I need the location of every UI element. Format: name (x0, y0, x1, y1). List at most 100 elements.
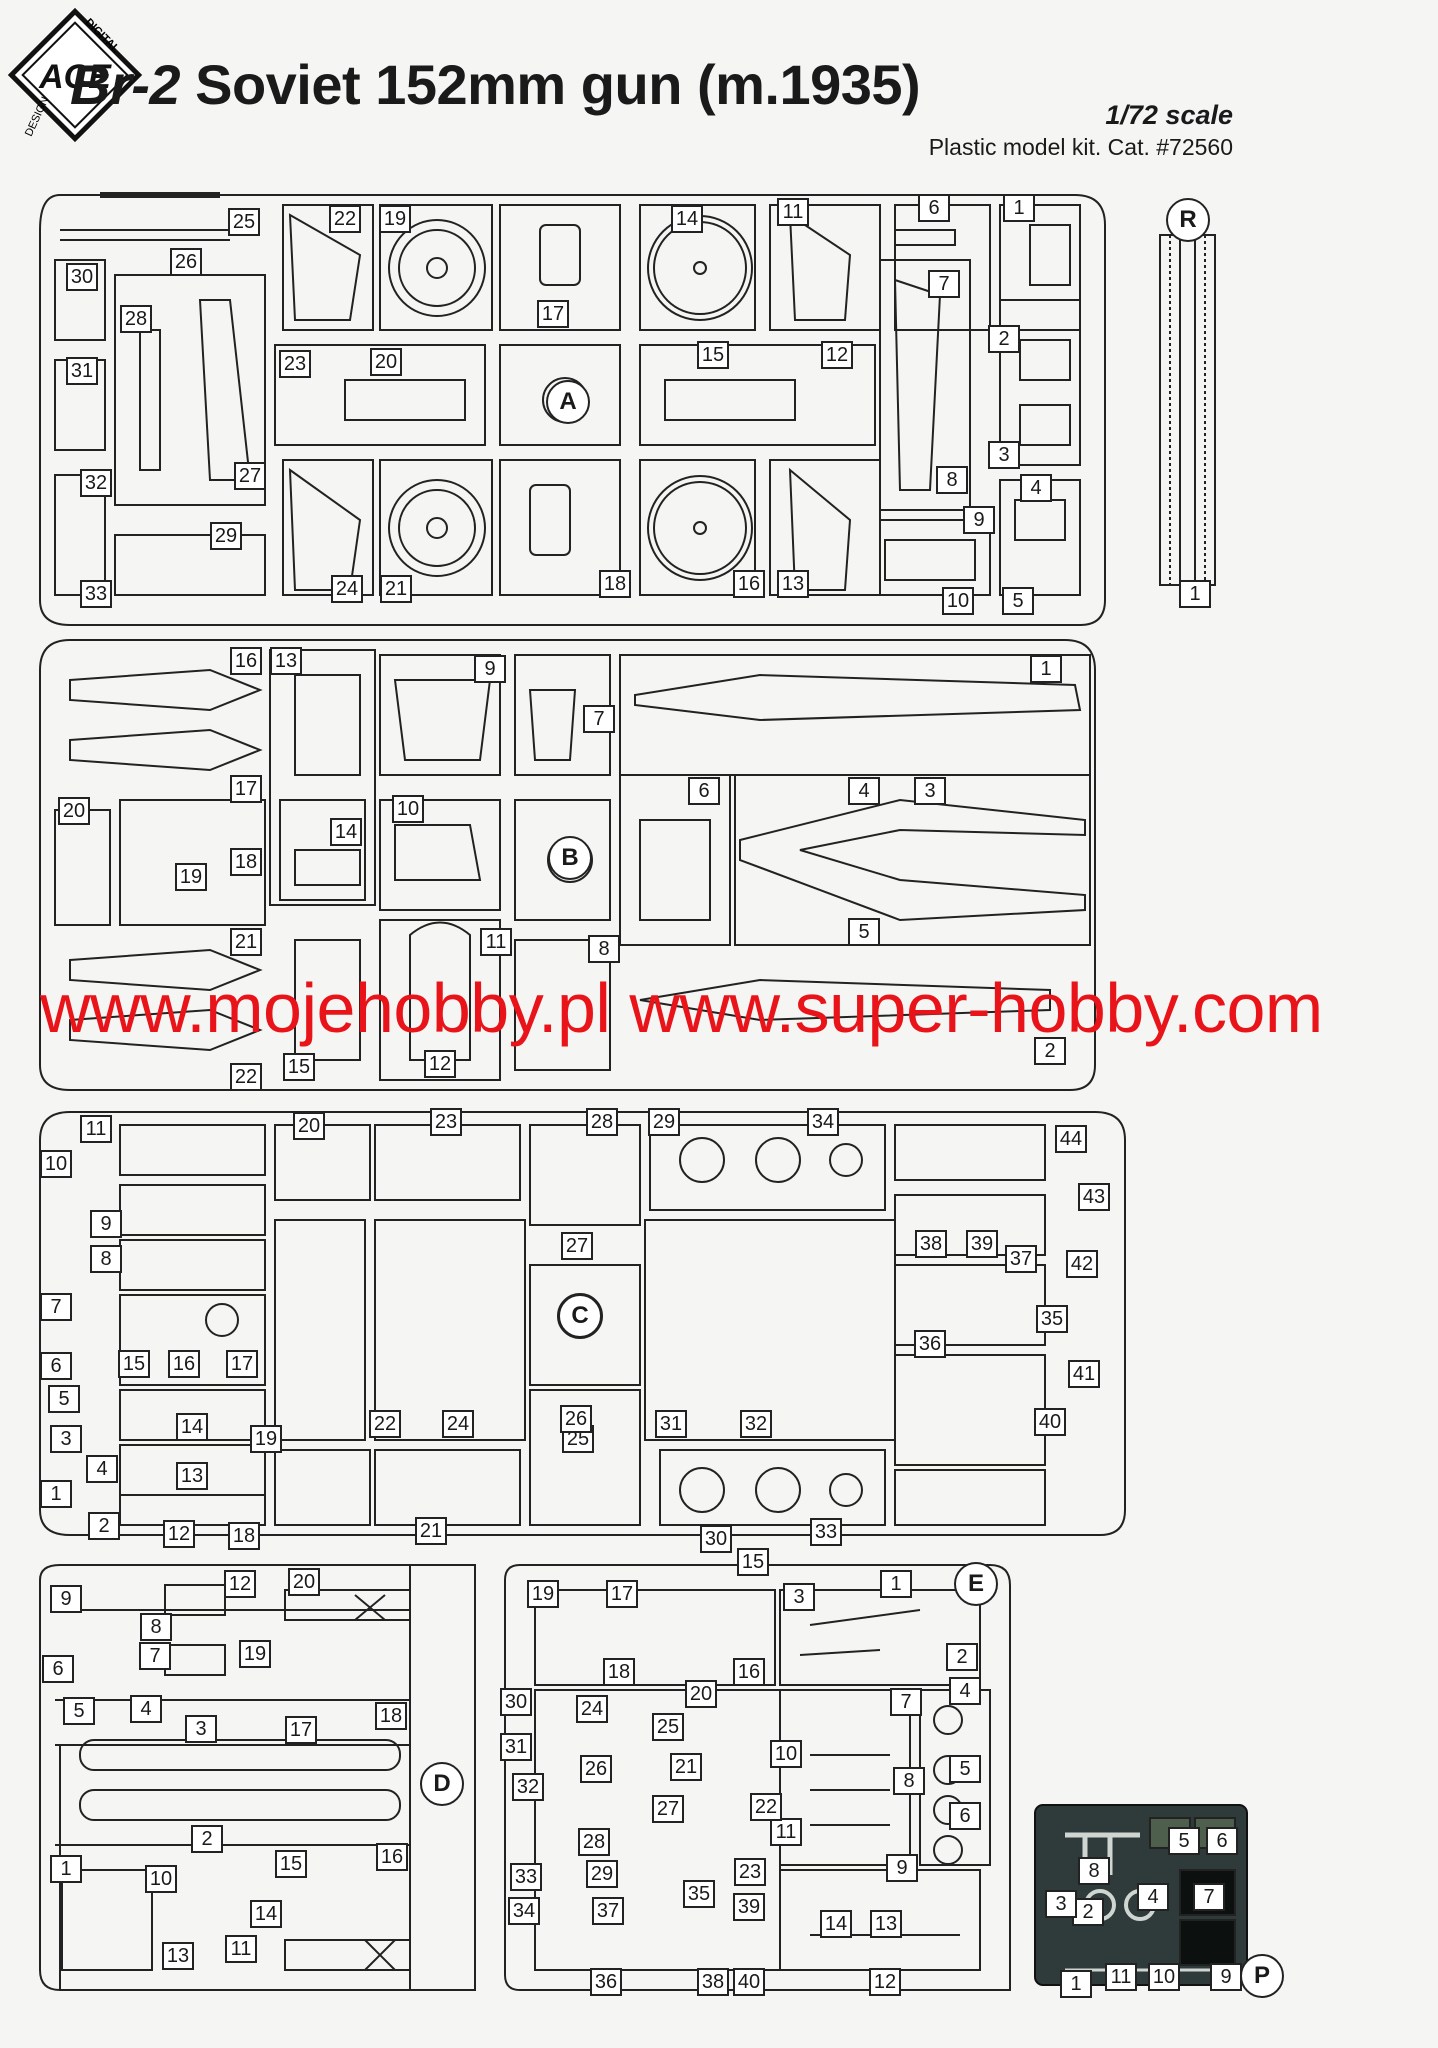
part-label-e-13: 13 (870, 1910, 902, 1938)
part-label-a-21: 21 (380, 575, 412, 603)
part-label-e-4: 4 (949, 1677, 981, 1705)
sprue-c-frame (39, 1111, 1126, 1536)
part-label-b-18: 18 (230, 848, 262, 876)
sprue-a-parts (139, 213, 1071, 591)
part-label-e-3: 3 (783, 1583, 815, 1611)
part-label-a-19: 19 (379, 205, 411, 233)
part-label-b-14: 14 (330, 818, 362, 846)
part-label-a-13: 13 (777, 570, 809, 598)
part-label-c-38: 38 (915, 1230, 947, 1258)
part-label-d-20: 20 (288, 1568, 320, 1596)
part-label-c-30: 30 (700, 1525, 732, 1553)
part-label-a-23: 23 (279, 350, 311, 378)
part-label-e-11: 11 (770, 1818, 802, 1846)
part-label-a-15: 15 (697, 341, 729, 369)
part-label-a-6: 6 (918, 194, 950, 222)
part-label-e-7: 7 (890, 1688, 922, 1716)
part-label-c-13: 13 (176, 1462, 208, 1490)
part-label-a-20: 20 (370, 348, 402, 376)
part-label-d-19: 19 (239, 1640, 271, 1668)
part-label-e-15: 15 (737, 1548, 769, 1576)
part-label-c-43: 43 (1078, 1183, 1110, 1211)
part-label-a-11: 11 (777, 198, 809, 226)
part-label-a-26: 26 (170, 248, 202, 276)
sprue-letter-r: R (1166, 198, 1210, 242)
part-label-e-19: 19 (527, 1580, 559, 1608)
part-label-e-40: 40 (733, 1968, 765, 1996)
part-label-e-20: 20 (685, 1680, 717, 1708)
part-label-c-40: 40 (1034, 1408, 1066, 1436)
sprue-letter-c: C (558, 1294, 602, 1338)
part-label-a-27: 27 (234, 462, 266, 490)
part-label-a-7: 7 (928, 270, 960, 298)
part-label-c-18: 18 (228, 1522, 260, 1550)
part-label-b-2: 2 (1034, 1037, 1066, 1065)
part-label-c-19: 19 (250, 1425, 282, 1453)
part-label-e-22: 22 (750, 1793, 782, 1821)
part-label-b-13: 13 (270, 647, 302, 675)
part-label-e-36: 36 (590, 1968, 622, 1996)
part-label-r-1: 1 (1179, 580, 1211, 608)
part-label-e-12: 12 (869, 1968, 901, 1996)
part-label-e-35: 35 (683, 1880, 715, 1908)
part-label-e-6: 6 (949, 1802, 981, 1830)
part-label-a-22: 22 (329, 205, 361, 233)
part-label-e-33: 33 (510, 1863, 542, 1891)
part-label-e-9: 9 (886, 1854, 918, 1882)
part-label-c-16: 16 (168, 1350, 200, 1378)
part-label-a-1: 1 (1003, 194, 1035, 222)
part-label-d-7: 7 (139, 1642, 171, 1670)
part-label-d-1: 1 (50, 1855, 82, 1883)
sprue-c-wheels (205, 1137, 863, 1513)
part-label-a-18: 18 (599, 570, 631, 598)
part-label-c-8: 8 (90, 1245, 122, 1273)
part-label-b-16: 16 (230, 647, 262, 675)
part-label-p-10: 10 (1148, 1963, 1180, 1991)
part-label-p-7: 7 (1193, 1883, 1225, 1911)
part-label-c-6: 6 (40, 1352, 72, 1380)
part-label-c-24: 24 (442, 1410, 474, 1438)
sprue-a-frame (39, 192, 1106, 626)
part-label-b-20: 20 (58, 797, 90, 825)
part-label-c-39: 39 (966, 1230, 998, 1258)
part-label-e-28: 28 (578, 1828, 610, 1856)
part-label-e-26: 26 (580, 1755, 612, 1783)
part-label-b-3: 3 (914, 777, 946, 805)
kit-title: Br-2 Soviet 152mm gun (m.1935) (70, 52, 921, 117)
part-label-d-2: 2 (191, 1825, 223, 1853)
part-label-b-19: 19 (175, 863, 207, 891)
part-label-p-9: 9 (1210, 1963, 1242, 1991)
part-label-b-21: 21 (230, 928, 262, 956)
part-label-a-33: 33 (80, 580, 112, 608)
part-label-e-38: 38 (697, 1968, 729, 1996)
part-label-c-28: 28 (586, 1108, 618, 1136)
part-label-e-17: 17 (606, 1580, 638, 1608)
part-label-c-21: 21 (415, 1517, 447, 1545)
part-label-d-4: 4 (130, 1695, 162, 1723)
part-label-c-44: 44 (1055, 1125, 1087, 1153)
part-label-c-26: 26 (560, 1405, 592, 1433)
part-label-p-3: 3 (1045, 1890, 1077, 1918)
part-label-a-8: 8 (936, 466, 968, 494)
part-label-d-15: 15 (275, 1850, 307, 1878)
sprue-letter-p: P (1240, 1954, 1284, 1998)
part-label-c-41: 41 (1068, 1360, 1100, 1388)
part-label-e-30: 30 (500, 1688, 532, 1716)
part-label-d-6: 6 (42, 1655, 74, 1683)
part-label-b-15: 15 (283, 1053, 315, 1081)
part-label-e-1: 1 (880, 1570, 912, 1598)
part-label-e-8: 8 (893, 1767, 925, 1795)
part-label-a-28: 28 (120, 305, 152, 333)
part-label-d-18: 18 (375, 1702, 407, 1730)
part-label-c-37: 37 (1005, 1245, 1037, 1273)
part-label-a-14: 14 (671, 205, 703, 233)
part-label-d-13: 13 (162, 1942, 194, 1970)
part-label-a-29: 29 (210, 522, 242, 550)
part-label-d-12: 12 (224, 1570, 256, 1598)
part-label-e-5: 5 (949, 1755, 981, 1783)
part-label-a-30: 30 (66, 263, 98, 291)
part-label-b-8: 8 (588, 935, 620, 963)
part-label-e-21: 21 (670, 1753, 702, 1781)
part-label-c-20: 20 (293, 1112, 325, 1140)
sprue-r (1159, 234, 1216, 586)
